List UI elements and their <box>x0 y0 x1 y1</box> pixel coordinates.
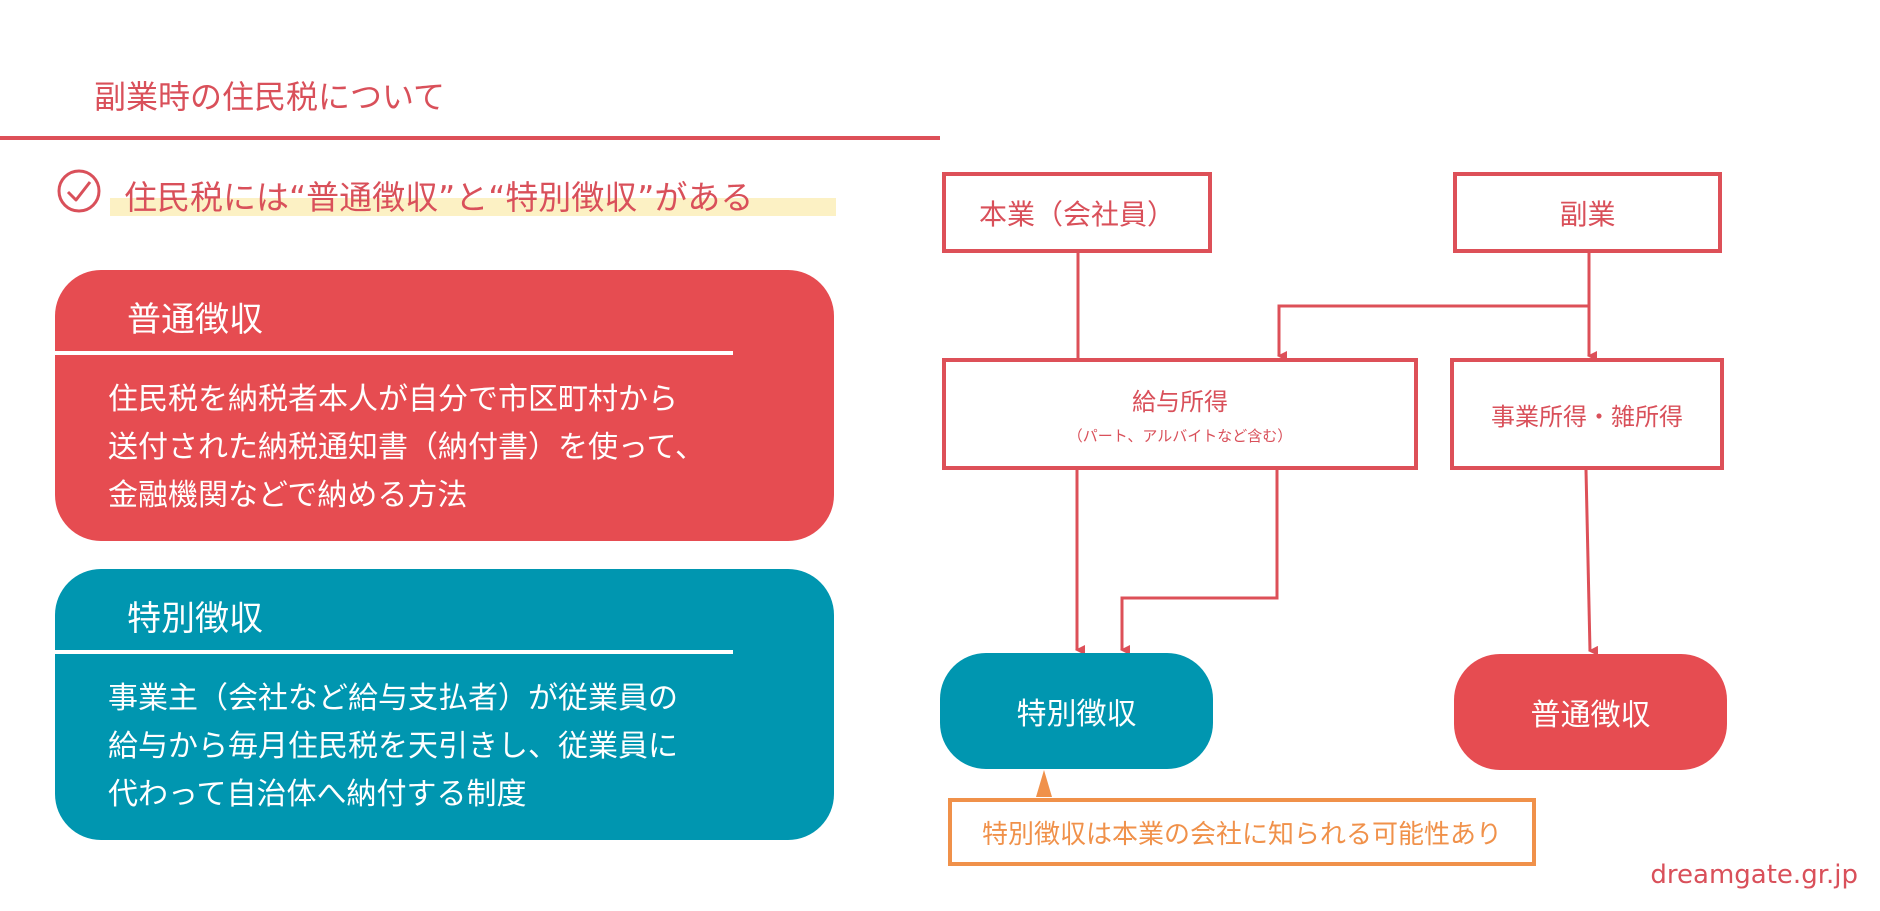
note-box: 特別徴収は本業の会社に知られる可能性あり <box>948 798 1536 866</box>
check-circle-icon <box>57 169 101 213</box>
business-income-label: 事業所得・雑所得 <box>1491 402 1683 431</box>
card-heading: 特別徴収 <box>127 599 263 639</box>
ordinary-collection-node: 普通徴収 <box>1454 654 1727 770</box>
card-divider <box>55 650 733 654</box>
salary-income-box: 給与所得 （パート、アルバイトなど含む） <box>942 358 1418 470</box>
note-text: 特別徴収は本業の会社に知られる可能性あり <box>981 819 1502 850</box>
card-line: 代わって自治体へ納付する制度 <box>108 777 527 812</box>
ordinary-collection-label: 普通徴収 <box>1530 698 1651 733</box>
business-income-box: 事業所得・雑所得 <box>1450 358 1724 470</box>
site-credit: dreamgate.gr.jp <box>1650 860 1858 890</box>
note-pointer <box>1036 770 1052 797</box>
special-collection-label: 特別徴収 <box>1016 697 1137 732</box>
arrow-salary-to-special-2 <box>1120 470 1279 655</box>
main-job-label: 本業（会社員） <box>978 197 1175 231</box>
salary-income-sub: （パート、アルバイトなど含む） <box>1067 427 1293 445</box>
subtitle-highlight <box>110 198 836 216</box>
arrow-side-to-salary <box>1277 304 1589 361</box>
main-job-box: 本業（会社員） <box>942 172 1212 253</box>
card-line: 送付された納税通知書（納付書）を使って、 <box>108 430 705 465</box>
arrow-business-to-ordinary <box>1584 469 1599 656</box>
subtitle: 住民税には“普通徴収”と“特別徴収”がある <box>124 178 754 217</box>
card-body: 住民税を納税者本人が自分で市区町村から 送付された納税通知書（納付書）を使って、… <box>108 376 705 520</box>
card-divider <box>55 351 733 355</box>
special-collection-card: 特別徴収 事業主（会社など給与支払者）が従業員の 給与から毎月住民税を天引きし、… <box>55 569 834 840</box>
card-body: 事業主（会社など給与支払者）が従業員の 給与から毎月住民税を天引きし、従業員に … <box>108 675 678 819</box>
salary-income-label: 給与所得 <box>1132 388 1228 416</box>
card-line: 金融機関などで納める方法 <box>108 478 468 513</box>
side-job-box: 副業 <box>1453 172 1722 253</box>
card-line: 事業主（会社など給与支払者）が従業員の <box>108 681 678 716</box>
side-job-label: 副業 <box>1559 197 1616 231</box>
page-title: 副業時の住民税について <box>94 78 446 116</box>
card-line: 住民税を納税者本人が自分で市区町村から <box>108 382 678 417</box>
title-divider <box>0 136 940 140</box>
card-line: 給与から毎月住民税を天引きし、従業員に <box>108 729 678 764</box>
card-heading: 普通徴収 <box>127 300 263 340</box>
ordinary-collection-card: 普通徴収 住民税を納税者本人が自分で市区町村から 送付された納税通知書（納付書）… <box>55 270 834 541</box>
special-collection-node: 特別徴収 <box>940 653 1213 769</box>
